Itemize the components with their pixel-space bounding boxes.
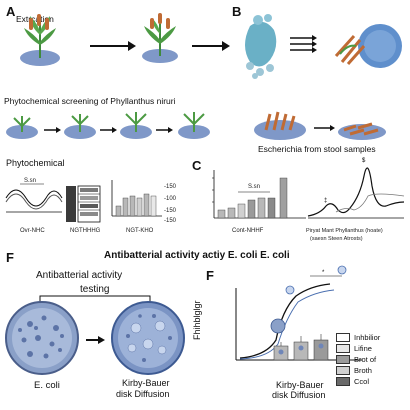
legend-item: Inhbilior bbox=[336, 332, 404, 342]
dish-plant-icon bbox=[120, 112, 152, 139]
dish-with-rods-icon bbox=[338, 122, 386, 140]
arrow-icon bbox=[44, 127, 61, 133]
svg-text:$: $ bbox=[362, 158, 366, 164]
arrow-icon bbox=[156, 127, 173, 133]
legend-label: Inhbilior bbox=[354, 332, 381, 342]
legend-item: Broth bbox=[336, 365, 404, 375]
arrow-icon bbox=[314, 125, 335, 131]
legend-swatch bbox=[336, 332, 350, 342]
main-title: Antibatterial activity actiy E. coli E. … bbox=[104, 250, 290, 261]
triple-arrow-icon bbox=[290, 35, 317, 53]
stool-sample-label: Escherichia from stool samples bbox=[258, 144, 376, 154]
legend-label: Broth bbox=[354, 365, 372, 375]
arrow-icon bbox=[90, 41, 136, 51]
panel-b-illustration bbox=[245, 14, 402, 79]
legend-item: Ccol bbox=[336, 376, 404, 386]
kirby-bauer-label-2: disk Diffusion bbox=[116, 389, 170, 399]
legend-label: Lifine bbox=[354, 343, 372, 353]
chart1-xlabel: Ovr-NHC bbox=[20, 228, 45, 234]
chart-f-legend: Inhbilior Lifine Brot of Broth Ccol bbox=[336, 332, 404, 386]
screening-title: Phytochemical screening of Phyllanthus n… bbox=[4, 96, 176, 106]
dish-plant-icon bbox=[178, 112, 210, 139]
plant-on-dish-icon bbox=[142, 13, 178, 63]
chart-f-xlabel-1: Kirby-Bauer bbox=[276, 380, 324, 390]
panel-letter-f: F bbox=[6, 250, 14, 265]
chart2-xlabel: NGTHHHG bbox=[70, 228, 101, 234]
screening-sequence bbox=[6, 112, 210, 139]
dish-plant-icon bbox=[6, 116, 38, 139]
petri-comparison bbox=[5, 295, 185, 375]
dish-plant-icon bbox=[64, 114, 96, 139]
chart-ngt-kho bbox=[111, 180, 162, 217]
box-title-1: Antibatterial activity bbox=[36, 270, 123, 281]
legend-swatch bbox=[336, 376, 350, 386]
kirby-bauer-label-1: Kirby-Bauer bbox=[122, 378, 170, 388]
arrow-icon bbox=[192, 41, 230, 51]
chart-f-ylabel: Fhihblglgr bbox=[192, 300, 202, 340]
chart-c-bracket-label: S.sn bbox=[248, 184, 261, 190]
petri-dish-ecoli-icon bbox=[5, 301, 79, 375]
dish-with-plant-icon bbox=[334, 24, 402, 68]
chart-c-bar-xlabel: Cont-NHHF bbox=[232, 228, 264, 234]
panel-letter-c: C bbox=[192, 158, 202, 173]
legend-swatch bbox=[336, 365, 350, 375]
dish-with-rods-icon bbox=[254, 111, 306, 140]
panel-letter-f-2: F bbox=[206, 268, 214, 283]
arrow-icon bbox=[86, 336, 105, 344]
chart-f-growth: * bbox=[235, 265, 362, 361]
chart3-tick: -150 bbox=[164, 218, 177, 224]
legend-swatch bbox=[336, 343, 350, 353]
chart-ovr-nhc bbox=[5, 183, 63, 213]
phytochemical-title: Phytochemical bbox=[6, 158, 65, 168]
chart-ngthhhg bbox=[66, 185, 101, 223]
chart3-xlabel: NGT-KHO bbox=[126, 228, 154, 234]
legend-label: Brot of bbox=[354, 354, 377, 364]
box-title-2: testing bbox=[80, 284, 110, 295]
bacteria-cluster-icon bbox=[245, 14, 277, 79]
chart-phyllanthus-curve: $ ‡ bbox=[307, 158, 405, 219]
chart3-tick: -150 bbox=[164, 184, 177, 190]
panel-a-illustration bbox=[20, 13, 230, 66]
ecoli-label: E. coli bbox=[34, 380, 60, 391]
chart-c-line-xlabel-2: (saesn Steen Atrosts) bbox=[310, 236, 363, 242]
legend-item: Lifine bbox=[336, 343, 404, 353]
arrow-icon bbox=[100, 127, 117, 133]
panel-letter-b: B bbox=[232, 4, 242, 19]
chart3-tick: -100 bbox=[164, 196, 177, 202]
svg-text:*: * bbox=[322, 270, 325, 276]
chart3-tick: -150 bbox=[164, 208, 177, 214]
extraction-label: Extrcation bbox=[16, 14, 54, 24]
plant-on-dish-icon bbox=[20, 14, 60, 66]
legend-swatch bbox=[336, 354, 350, 364]
legend-label: Ccol bbox=[354, 376, 370, 386]
svg-text:‡: ‡ bbox=[324, 198, 327, 204]
legend-item: Brot of bbox=[336, 354, 404, 364]
stool-sample-illustration bbox=[254, 111, 386, 140]
chart1-bracket-label: S.sn bbox=[24, 178, 37, 184]
petri-dish-kirby-bauer-icon bbox=[111, 301, 185, 375]
chart-cont-nhhf bbox=[212, 170, 306, 219]
panel-letter-a: A bbox=[6, 4, 16, 19]
chart-f-xlabel-2: disk Diffusion bbox=[272, 390, 326, 400]
chart-c-line-xlabel-1: Piryat Mant Phyllanthus (hoate) bbox=[306, 228, 383, 234]
